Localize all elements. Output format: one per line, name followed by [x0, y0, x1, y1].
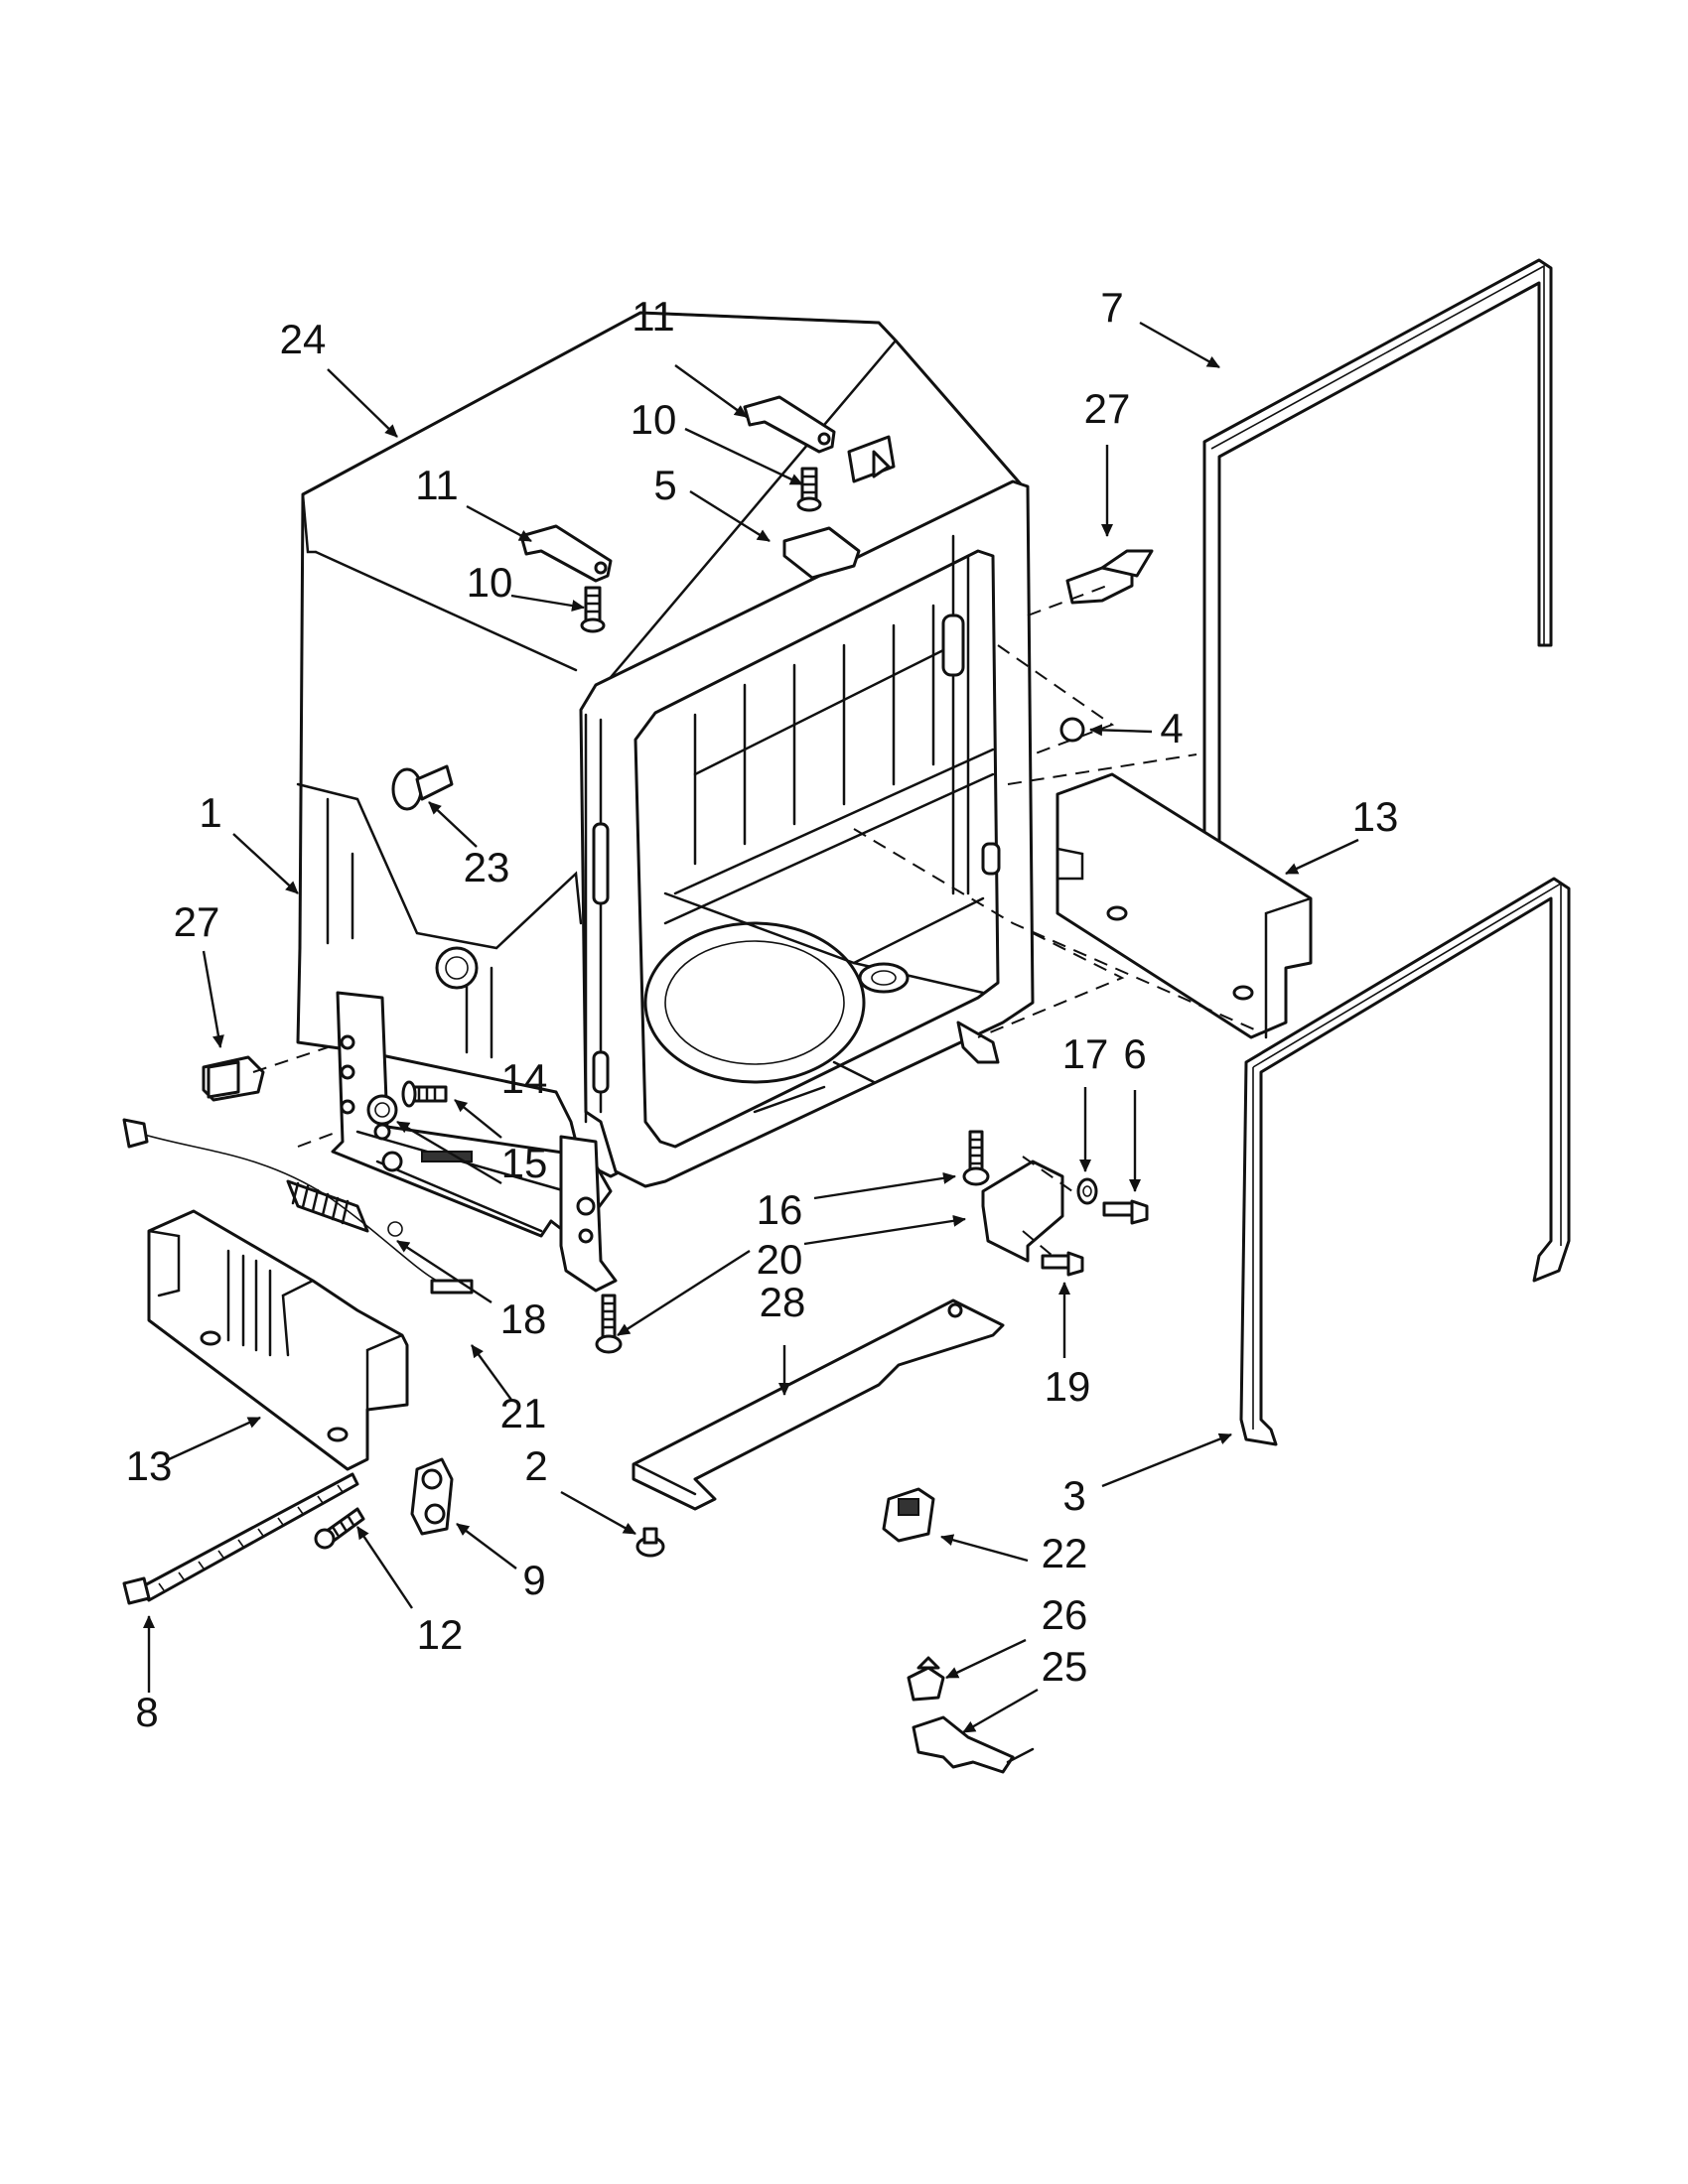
- base-plate-28: [632, 1298, 1005, 1511]
- top-bracket-left: [519, 524, 613, 633]
- leader-arrows: [143, 321, 1359, 1734]
- plug: [1059, 717, 1085, 743]
- screw-6: [1102, 1199, 1149, 1225]
- callout-1: 1: [199, 789, 221, 836]
- callout-23: 23: [464, 844, 510, 890]
- screw-19: [1041, 1251, 1084, 1277]
- insulation-blanket-right: [1055, 772, 1313, 1039]
- callout-labels: 24 11 10 11 10 5 7 27 4 13 1 23 27 14 15…: [126, 284, 1399, 1735]
- callout-22: 22: [1042, 1530, 1088, 1576]
- callout-13-left: 13: [126, 1442, 173, 1489]
- callout-10-right: 10: [631, 396, 677, 443]
- retainer-15: [366, 1094, 398, 1126]
- bracket-20: [981, 1160, 1064, 1263]
- grommets-9: [410, 1457, 454, 1536]
- clip-upper: [1065, 549, 1154, 605]
- callout-17: 17: [1062, 1030, 1109, 1077]
- bracket-25: [912, 1715, 1035, 1774]
- callout-14: 14: [501, 1055, 548, 1102]
- top-vent: [782, 526, 861, 580]
- connector-22: [882, 1487, 935, 1543]
- callout-27-upper: 27: [1084, 385, 1131, 432]
- screw-14: [401, 1080, 448, 1108]
- callout-8: 8: [135, 1689, 158, 1735]
- callout-7: 7: [1100, 284, 1123, 331]
- callout-6: 6: [1123, 1030, 1146, 1077]
- callout-28: 28: [760, 1279, 806, 1325]
- callout-20: 20: [757, 1236, 803, 1283]
- callout-16: 16: [757, 1186, 803, 1233]
- top-bracket-right: [743, 395, 836, 512]
- side-bumper: [391, 764, 454, 811]
- cable-tie-8: [122, 1472, 359, 1605]
- insulation-blanket-left: [147, 1209, 409, 1471]
- leveling-leg-lower: [595, 1294, 623, 1354]
- callout-5: 5: [653, 462, 676, 508]
- callout-12: 12: [417, 1611, 464, 1658]
- callout-11-left: 11: [415, 462, 459, 508]
- callout-26: 26: [1042, 1591, 1088, 1638]
- screw-12: [314, 1507, 365, 1550]
- side-door-gasket: [1239, 877, 1571, 1446]
- spring-18: [286, 1179, 403, 1237]
- callout-24: 24: [280, 316, 327, 362]
- callout-19: 19: [1045, 1363, 1091, 1410]
- callout-11-right: 11: [632, 293, 675, 340]
- clip-lower: [202, 1055, 265, 1102]
- callout-21: 21: [500, 1390, 547, 1436]
- callout-13-right: 13: [1352, 793, 1399, 840]
- top-door-gasket: [1202, 258, 1553, 846]
- callout-27-lower: 27: [174, 898, 220, 945]
- callout-10-left: 10: [467, 559, 513, 606]
- fastener-2: [635, 1527, 665, 1558]
- assembly-lines: [252, 585, 1262, 1257]
- callout-25: 25: [1042, 1643, 1088, 1690]
- callout-3: 3: [1062, 1472, 1085, 1519]
- tub-assembly: [296, 311, 1035, 1293]
- callout-18: 18: [500, 1296, 547, 1342]
- callout-15: 15: [501, 1140, 548, 1186]
- cable-21: [122, 1118, 474, 1295]
- callout-2: 2: [524, 1442, 547, 1489]
- clip-26: [907, 1656, 945, 1702]
- leveling-leg-upper: [962, 1130, 990, 1186]
- washer-17: [1076, 1177, 1098, 1205]
- callout-9: 9: [522, 1557, 545, 1603]
- callout-4: 4: [1160, 705, 1183, 751]
